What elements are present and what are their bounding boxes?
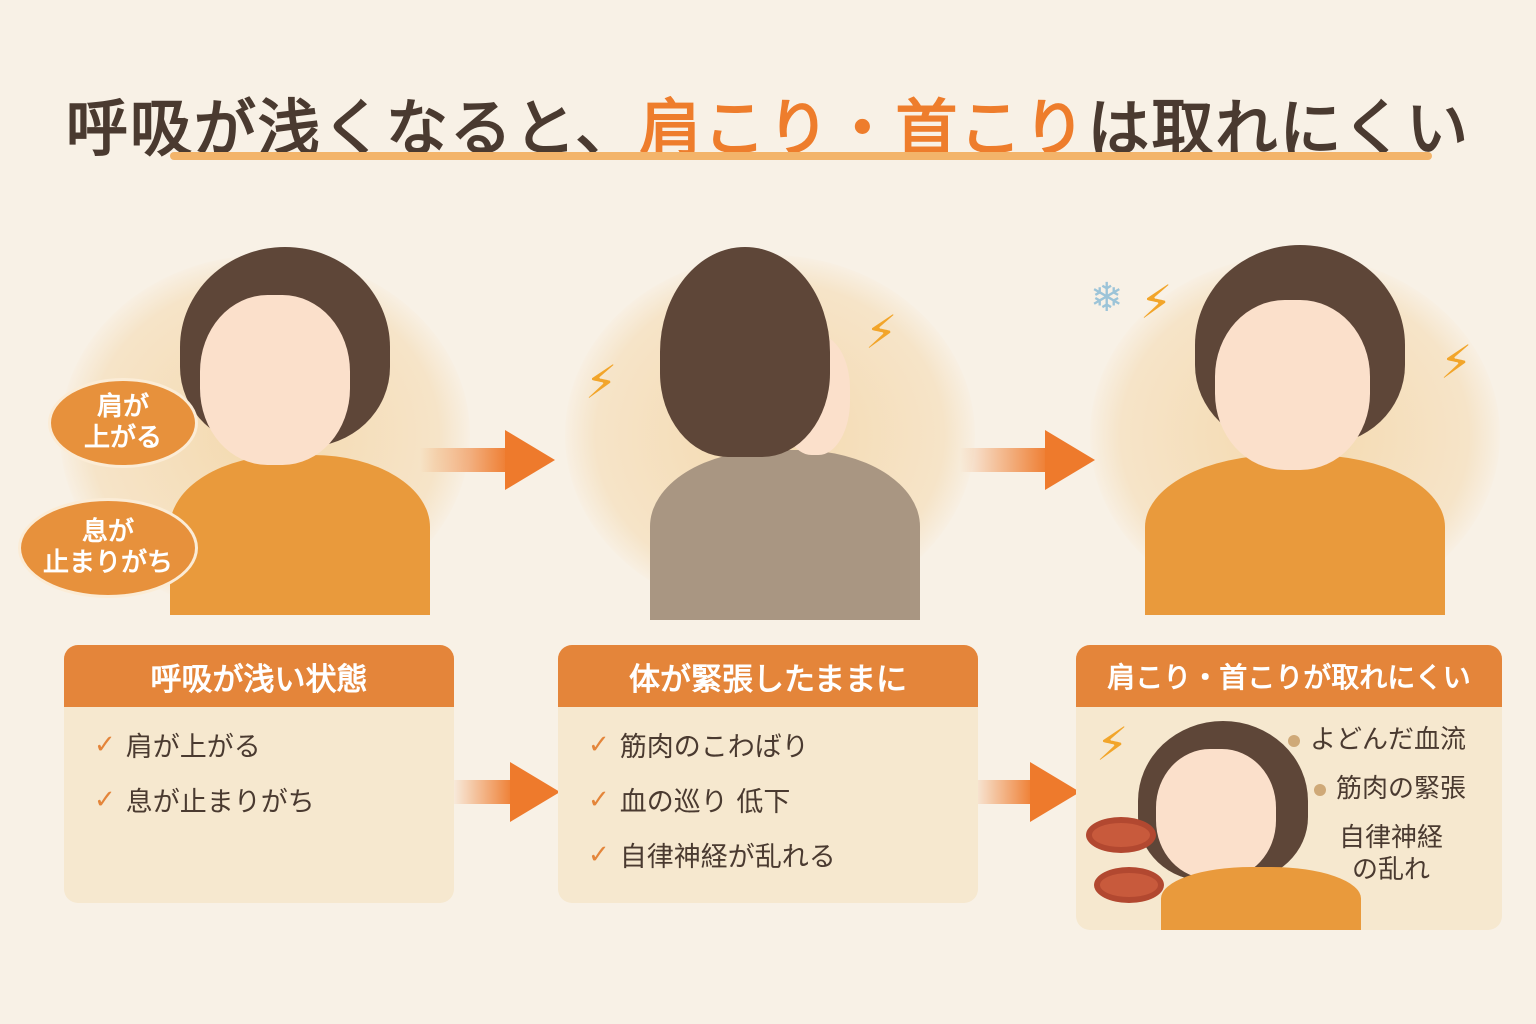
- list-item: ✓ 息が止まりがち: [94, 780, 454, 819]
- item-text: 自律神経が乱れる: [619, 842, 836, 873]
- person-body: [1161, 867, 1361, 930]
- person-face: [1215, 300, 1370, 470]
- card-heading: 呼吸が浅い状態: [64, 645, 454, 707]
- item-text: 筋肉の緊張: [1335, 774, 1466, 805]
- list-item: ✓ 肩が上がる: [94, 725, 454, 764]
- check-icon: ✓: [94, 729, 116, 760]
- check-icon: ✓: [588, 729, 610, 760]
- bullet-dot: [1287, 734, 1300, 747]
- item-text: よどんだ血流: [1309, 725, 1466, 755]
- person-face: [1156, 749, 1276, 879]
- list-item: 筋肉の緊張: [1288, 774, 1466, 805]
- lightning-icon: ⚡: [1140, 275, 1173, 329]
- bubble-breath-holding: 息が 止まりがち: [18, 498, 198, 598]
- check-icon: ✓: [94, 784, 116, 815]
- person-body: [650, 450, 920, 620]
- bullet-dot: [1313, 783, 1326, 796]
- card-stiffness: 肩こり・首こりが取れにくい ⚡ よどんだ血流 筋肉の緊張 自律神経 の乱れ: [1076, 645, 1502, 930]
- card-heading: 肩こり・首こりが取れにくい: [1076, 645, 1502, 707]
- item-text: 筋肉のこわばり: [619, 732, 809, 763]
- item-text: 血の巡り 低下: [619, 787, 791, 818]
- list-item: よどんだ血流: [1287, 725, 1466, 756]
- lightning-icon: ⚡: [1096, 717, 1129, 771]
- arrow-right: [960, 430, 1095, 490]
- list-item: ✓ 自律神経が乱れる: [588, 835, 978, 874]
- snowflake-icon: ❄: [1090, 275, 1124, 321]
- scene-tense-body: ⚡ ⚡: [565, 247, 975, 620]
- item-text: 肩が上がる: [125, 732, 261, 763]
- list-item: ✓ 血の巡り 低下: [588, 780, 978, 819]
- item-text: 息が止まりがち: [125, 787, 315, 818]
- item-text: 自律神経 の乱れ: [1338, 823, 1443, 885]
- check-icon: ✓: [588, 839, 610, 870]
- card-heading: 体が緊張したままに: [558, 645, 978, 707]
- arrow-right: [420, 430, 555, 490]
- blood-cell-icon: [1086, 817, 1156, 853]
- arrow-right: [970, 762, 1080, 822]
- person-hair: [660, 247, 830, 457]
- card-tense-body: 体が緊張したままに ✓ 筋肉のこわばり ✓ 血の巡り 低下 ✓ 自律神経が乱れる: [558, 645, 978, 903]
- lightning-icon: ⚡: [1440, 335, 1473, 389]
- person-body: [1145, 455, 1445, 615]
- person-body: [170, 455, 430, 615]
- page-title: 呼吸が浅くなると、肩こり・首こりは取れにくい: [0, 78, 1536, 168]
- person-face: [200, 295, 350, 465]
- blood-cell-icon: [1094, 867, 1164, 903]
- scene-stiff-shoulders: ⚡ ⚡ ❄: [1090, 245, 1500, 615]
- bubble-shoulders-up: 肩が 上がる: [48, 378, 198, 468]
- check-icon: ✓: [588, 784, 610, 815]
- title-underline: [170, 152, 1432, 160]
- arrow-right: [450, 762, 560, 822]
- card-shallow-breathing: 呼吸が浅い状態 ✓ 肩が上がる ✓ 息が止まりがち: [64, 645, 454, 903]
- lightning-icon: ⚡: [865, 305, 898, 359]
- list-item: ✓ 筋肉のこわばり: [588, 725, 978, 764]
- lightning-icon: ⚡: [585, 355, 618, 409]
- list-item: 自律神経 の乱れ: [1316, 823, 1466, 885]
